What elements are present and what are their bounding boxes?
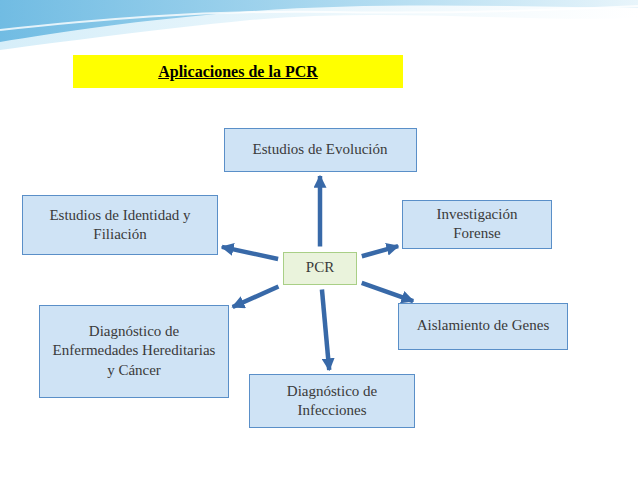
box-label: Diagnóstico de Infecciones [258, 382, 406, 421]
box-label: PCR [306, 258, 334, 278]
application-box: Diagnóstico de Enfermedades Hereditarias… [39, 305, 229, 398]
slide-title: Aplicaciones de la PCR [73, 55, 403, 88]
application-box: Estudios de Identidad y Filiación [22, 195, 218, 255]
application-box: Diagnóstico de Infecciones [249, 374, 415, 428]
center-box: PCR [283, 252, 357, 285]
application-box: Investigación Forense [402, 200, 552, 249]
arrow-connector [222, 247, 278, 259]
box-label: Estudios de Evolución [253, 140, 388, 160]
arrow-connector [362, 246, 398, 256]
application-box: Aislamiento de Genes [398, 303, 568, 350]
arrow-connector [318, 176, 323, 247]
arrow-connector [322, 289, 329, 370]
box-label: Estudios de Identidad y Filiación [31, 206, 209, 245]
arrow-connector [233, 287, 279, 307]
box-label: Aislamiento de Genes [417, 316, 549, 336]
box-label: Investigación Forense [411, 205, 543, 244]
arrow-connector [362, 283, 413, 301]
application-box: Estudios de Evolución [224, 128, 417, 172]
box-label: Diagnóstico de Enfermedades Hereditarias… [48, 322, 220, 381]
